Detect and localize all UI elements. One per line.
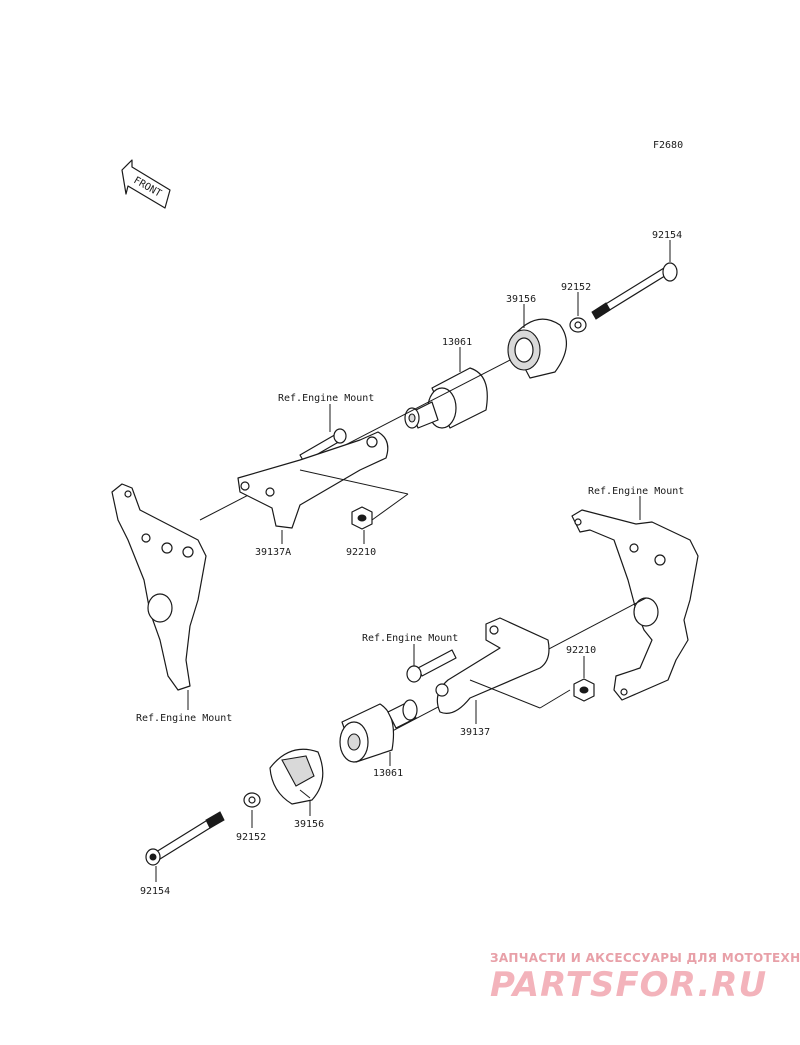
leader-lines (155, 240, 671, 882)
bolt-upper (591, 262, 678, 320)
callout-bracket-lower: 39137 (460, 727, 490, 738)
frame-plate-right (571, 509, 699, 701)
nut-upper (351, 506, 373, 530)
bracket-upper (237, 431, 409, 529)
callout-slider-lower: 39156 (294, 819, 324, 830)
damper-upper (404, 367, 488, 429)
callout-ref-engine-mount-upper: Ref.Engine Mount (278, 393, 374, 404)
nut-lower (573, 678, 595, 702)
callout-ref-engine-mount-left: Ref.Engine Mount (136, 713, 232, 724)
callout-slider-upper: 39156 (506, 294, 536, 305)
slider-lower (269, 748, 324, 805)
watermark-tagline: ЗАПЧАСТИ И АКСЕССУАРЫ ДЛЯ МОТОТЕХНИКИ (490, 951, 800, 965)
callout-bolt-lower: 92154 (140, 886, 170, 897)
callout-washer-lower: 92152 (236, 832, 266, 843)
callout-damper-lower: 13061 (373, 768, 403, 779)
callout-damper-upper: 13061 (442, 337, 472, 348)
callout-ref-engine-mount-right: Ref.Engine Mount (588, 486, 684, 497)
callout-ref-engine-mount-mid: Ref.Engine Mount (362, 633, 458, 644)
callout-bracket-upper: 39137A (255, 547, 291, 558)
slider-upper (507, 318, 567, 379)
engine-mount-bolt-lower (406, 649, 457, 683)
damper-lower (339, 683, 449, 763)
callout-nut-lower: 92210 (566, 645, 596, 656)
figure-code: F2680 (653, 140, 683, 151)
bolt-lower (145, 811, 225, 866)
watermark-logo: PARTSFOR.RU (490, 965, 767, 1005)
callout-nut-upper: 92210 (346, 547, 376, 558)
front-arrow-icon: FRONT (121, 159, 171, 209)
callout-washer-upper: 92152 (561, 282, 591, 293)
frame-plate-left (111, 483, 207, 691)
callout-bolt-upper: 92154 (652, 230, 682, 241)
